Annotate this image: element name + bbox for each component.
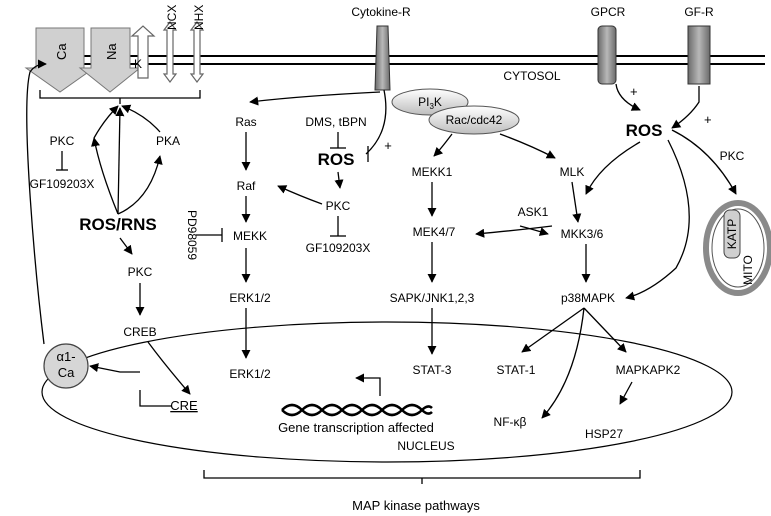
- ncx-label: NCX: [165, 5, 179, 30]
- rac-label: Rac/cdc42: [446, 113, 503, 127]
- k-channel-label: K: [134, 57, 142, 71]
- na-channel-label: Na: [104, 43, 119, 60]
- mlk-label: MLK: [560, 165, 585, 179]
- plus-center: +: [384, 138, 392, 153]
- sapk-label: SAPK/JNK1,2,3: [390, 291, 475, 305]
- ncx-exchanger: NCX: [162, 5, 179, 83]
- gf-inhibitor-left: GF109203X: [30, 177, 95, 191]
- footer-caption: MAP kinase pathways: [352, 498, 480, 513]
- raf-label: Raf: [237, 179, 256, 193]
- stat1-label: STAT-1: [497, 363, 536, 377]
- mek47-label: MEK4/7: [413, 225, 456, 239]
- cytosol-label: CYTOSOL: [503, 69, 560, 83]
- stat3-label: STAT-3: [413, 363, 452, 377]
- plus-gpcr: +: [630, 84, 638, 99]
- pi3k-label: PI3K: [418, 95, 442, 111]
- pkc-mid-label: PKC: [128, 265, 153, 279]
- ca-channel: Ca: [24, 27, 96, 93]
- ros-center-label: ROS: [318, 150, 355, 169]
- rac-oval: Rac/cdc42: [428, 105, 520, 135]
- na-channel: Na: [78, 27, 142, 93]
- pkc-top-label: PKC: [50, 134, 75, 148]
- mito-label: MITO: [741, 255, 755, 285]
- mapkapk2-label: MAPKAPK2: [616, 363, 681, 377]
- cell-membrane: [36, 55, 765, 65]
- pka-label: PKA: [156, 134, 180, 148]
- dna-helix: [281, 403, 433, 417]
- dms-tbpn-label: DMS, tBPN: [305, 115, 366, 129]
- gfr-receptor: GF-R: [684, 5, 714, 85]
- gf-inhibitor-center: GF109203X: [306, 241, 371, 255]
- cytokine-receptor-label: Cytokine-R: [351, 5, 411, 19]
- nucleus-membrane: [41, 321, 733, 463]
- ros-rns-label: ROS/RNS: [79, 215, 156, 234]
- pkc-center-label: PKC: [326, 199, 351, 213]
- gpcr-label: GPCR: [591, 5, 626, 19]
- ros-rns-to-channel-arrows: [91, 104, 163, 215]
- nucleus-label: NUCLEUS: [397, 439, 454, 453]
- nhx-label: NHX: [192, 5, 206, 30]
- mitochondrion: KATP MITO: [703, 200, 771, 296]
- plus-gfr: +: [704, 112, 712, 127]
- hsp27-label: HSP27: [585, 427, 623, 441]
- pd98059-label: PD98059: [185, 210, 199, 260]
- gfr-label: GF-R: [684, 5, 714, 19]
- k-channel: K: [130, 25, 156, 79]
- mekk1-label: MEKK1: [412, 165, 453, 179]
- ras-label: Ras: [235, 115, 256, 129]
- channel-bracket: [39, 90, 201, 99]
- cytokine-receptor: Cytokine-R: [351, 5, 411, 91]
- erk-cyto-label: ERK1/2: [229, 291, 271, 305]
- cre-label: CRE: [170, 398, 198, 413]
- gene-transcription-label: Gene transcription affected: [278, 420, 434, 435]
- bottom-bracket: [203, 470, 641, 479]
- nfkb-label: NF-κβ: [494, 415, 527, 429]
- mekk-label: MEKK: [233, 229, 267, 243]
- p38-label: p38MAPK: [561, 291, 615, 305]
- erk-nuc-label: ERK1/2: [229, 367, 271, 381]
- ca-channel-label: Ca: [54, 43, 69, 60]
- creb-label: CREB: [123, 325, 156, 339]
- nhx-exchanger: NHX: [189, 5, 206, 83]
- ros-right-label: ROS: [626, 121, 663, 140]
- alpha1-ca-channel: α1- Ca: [43, 343, 89, 389]
- mkk36-label: MKK3/6: [561, 227, 604, 241]
- ask1-label: ASK1: [518, 205, 549, 219]
- alpha1-ca-label-line2: Ca: [58, 365, 75, 380]
- gpcr-receptor: GPCR: [591, 5, 626, 85]
- alpha1-ca-label-line1: α1-: [56, 349, 75, 364]
- pkc-right-label: PKC: [720, 149, 745, 163]
- katp-label: KATP: [725, 219, 739, 249]
